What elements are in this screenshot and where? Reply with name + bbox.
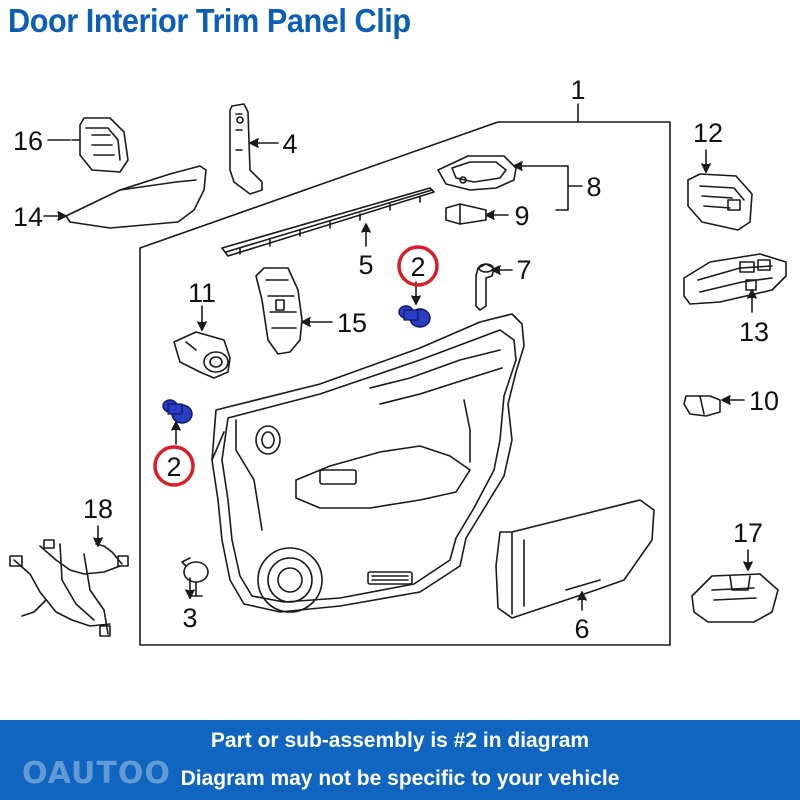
part-9-cap-icon <box>445 203 487 225</box>
callout-2-lower: 2 <box>166 452 181 482</box>
callout-12: 12 <box>693 118 723 148</box>
highlight-circle-upper <box>397 245 439 287</box>
callout-13: 13 <box>739 317 769 347</box>
callout-16: 16 <box>13 126 43 156</box>
part-17-pocket-icon <box>691 573 779 623</box>
banner-line-2: Diagram may not be specific to your vehi… <box>180 767 620 790</box>
callout-14: 14 <box>13 202 43 232</box>
part-18-harness-icon <box>9 539 129 637</box>
page-title: Door Interior Trim Panel Clip <box>8 2 411 39</box>
callout-1: 1 <box>570 75 585 105</box>
callout-18: 18 <box>83 494 113 524</box>
callout-2-upper: 2 <box>410 252 425 282</box>
callout-5: 5 <box>358 250 373 280</box>
part-11-switch-icon <box>173 331 231 379</box>
part-7-pin-icon <box>475 263 495 311</box>
part-4-bracket-icon <box>229 103 263 195</box>
watermark-logo: OAUTOO <box>22 756 171 791</box>
callout-9: 9 <box>514 201 529 231</box>
part-10-cover-icon <box>683 395 721 417</box>
part-5-weatherstrip-icon <box>221 187 435 257</box>
part-14-panel-icon <box>65 165 207 229</box>
callout-17: 17 <box>733 518 763 548</box>
callout-15: 15 <box>337 308 367 338</box>
callout-10: 10 <box>749 386 779 416</box>
part-2-clip-upper-icon <box>398 305 431 328</box>
assembly-frame <box>139 121 671 646</box>
part-8-handle-icon <box>437 155 517 191</box>
callout-8: 8 <box>586 172 601 202</box>
part-16-module-icon <box>71 117 129 173</box>
parts-diagram: 1 2 2 3 4 5 6 7 8 9 10 11 12 13 14 15 16… <box>9 75 787 646</box>
part-13-panel-icon <box>683 253 787 305</box>
part-6-cover-icon <box>495 499 655 619</box>
door-trim-panel-icon <box>211 313 525 613</box>
callout-6: 6 <box>574 614 589 644</box>
callout-7: 7 <box>516 255 531 285</box>
part-3-clip-icon <box>181 557 209 597</box>
callout-11: 11 <box>188 278 216 308</box>
callout-3: 3 <box>182 603 197 633</box>
part-12-switch-icon <box>687 173 753 231</box>
part-2-clip-lower-icon <box>162 399 193 424</box>
banner-line-1: Part or sub-assembly is #2 in diagram <box>210 729 590 752</box>
part-15-bracket-icon <box>255 267 303 355</box>
highlight-circle-lower <box>153 445 195 487</box>
callout-4: 4 <box>282 129 297 159</box>
info-banner: OAUTOO Part or sub-assembly is #2 in dia… <box>0 720 800 800</box>
